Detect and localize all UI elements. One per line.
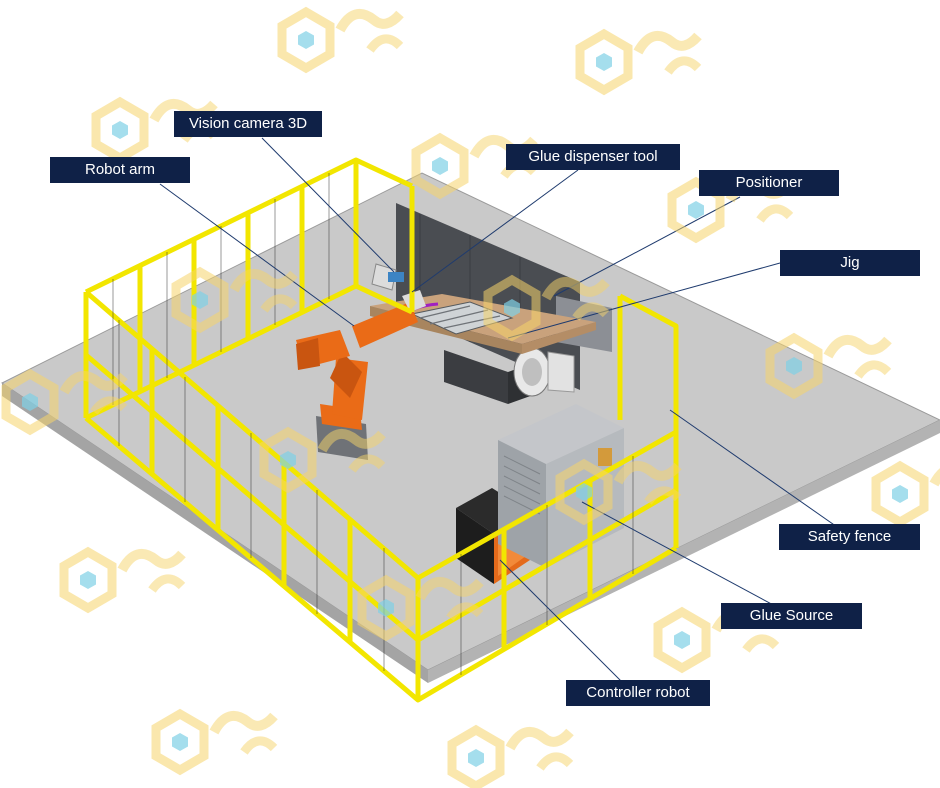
leader-glue-dispenser — [411, 169, 579, 293]
leader-robot-arm — [159, 183, 355, 327]
robot-arm — [296, 263, 426, 460]
label-robot-arm: Robot arm — [50, 157, 190, 183]
leader-lines — [159, 137, 851, 691]
label-jig: Jig — [780, 250, 920, 276]
leader-safety-fence — [669, 409, 851, 537]
leader-controller — [499, 559, 631, 691]
leader-glue-source — [581, 501, 791, 615]
label-controller-robot: Controller robot — [566, 680, 710, 706]
label-positioner: Positioner — [699, 170, 839, 196]
leader-jig — [507, 262, 781, 339]
leader-vision-camera — [261, 137, 395, 273]
label-vision-camera-3d: Vision camera 3D — [174, 111, 322, 137]
label-glue-dispenser-tool: Glue dispenser tool — [506, 144, 680, 170]
label-glue-source: Glue Source — [721, 603, 862, 629]
safety-fence — [83, 157, 679, 703]
label-safety-fence: Safety fence — [779, 524, 920, 550]
leader-positioner — [553, 196, 741, 297]
positioner — [444, 347, 575, 404]
